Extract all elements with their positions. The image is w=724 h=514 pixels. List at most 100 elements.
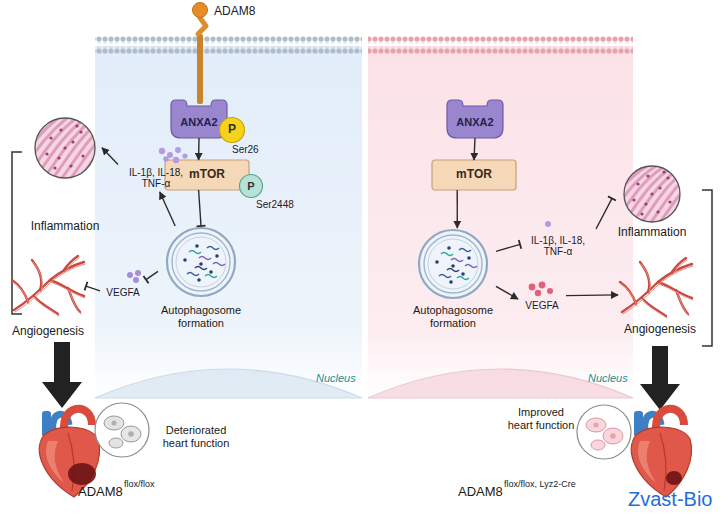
infarct-area — [68, 463, 96, 485]
zoom-outline — [95, 403, 149, 457]
kinase-outline — [432, 160, 516, 190]
outcome-arrow — [640, 346, 680, 410]
activation-arrow — [474, 138, 475, 160]
protein-shape: ANXA2 — [447, 100, 503, 138]
immune-cell-dot — [646, 174, 649, 177]
molecule-dot — [135, 270, 141, 276]
text-area: VEGFA — [100, 284, 146, 302]
node-text: IL-1β, IL-18, TNF-α — [520, 235, 596, 258]
text-area: ANXA2 — [171, 106, 227, 138]
immune-cell-dot — [79, 130, 82, 133]
cell-nucleus — [594, 423, 599, 428]
blood-vessel — [35, 298, 59, 316]
kinase-box: mTOR — [432, 160, 516, 190]
receptor-knob — [193, 3, 208, 18]
receptor-stalk — [197, 34, 203, 104]
immune-cell-dot — [662, 170, 665, 173]
cytokine-group: IL-1β, IL-18, TNF-α — [520, 218, 596, 262]
growth-factor: VEGFA — [518, 282, 566, 316]
activation-arrow — [566, 294, 618, 296]
cell-membrane — [368, 36, 633, 54]
node-text: ANXA2 — [456, 116, 493, 129]
cargo-dot — [461, 272, 465, 276]
cargo-dot — [435, 260, 439, 264]
immune-cell-dot — [49, 136, 52, 139]
immune-cell-dot — [75, 124, 78, 127]
tissue-circle: Inflammation — [28, 116, 102, 238]
protein-shape: ANXA2 — [171, 100, 227, 138]
muscle-fiber — [80, 118, 130, 178]
molecule-dot — [127, 272, 133, 278]
activation-arrow — [496, 286, 518, 299]
vessel-group: Angiogenesis — [618, 258, 702, 340]
activation-arrow — [102, 148, 118, 165]
node-text: Autophagosome formation — [410, 304, 496, 329]
tissue-outline — [624, 166, 680, 222]
blood-vessel — [672, 258, 686, 272]
immune-cell-dot — [650, 192, 653, 195]
immune-cell-dot — [45, 152, 48, 155]
cargo-squiggle — [187, 273, 199, 276]
inhibition-connector — [596, 198, 612, 229]
growth-factor: VEGFA — [100, 270, 146, 302]
nucleus-shape — [95, 369, 362, 398]
text-area: VEGFA — [518, 297, 566, 315]
muscle-fiber — [669, 166, 719, 222]
protein-label: ADAM8 — [214, 4, 255, 18]
cargo-squiggle — [457, 277, 469, 280]
genotype-superscript: flox/flox — [124, 479, 155, 490]
inhibition-connector — [496, 244, 520, 251]
muscle-fiber — [71, 118, 121, 178]
molecule-dot — [173, 157, 179, 163]
cargo-squiggle — [447, 269, 459, 272]
cell-panel — [368, 46, 633, 398]
molecule-dot — [133, 277, 139, 283]
node-text: IL-1β, IL-18, TNF-α — [118, 167, 194, 190]
activation-arrow — [198, 138, 200, 160]
heart-illustration — [631, 409, 691, 497]
phospho-outline — [220, 118, 245, 143]
activation-arrow — [457, 190, 458, 228]
immune-cell-dot — [71, 140, 74, 143]
cargo-squiggle — [459, 249, 471, 252]
immune-cell-dot — [644, 202, 647, 205]
cargo-dot — [199, 262, 203, 266]
macrophage-cell — [591, 440, 605, 450]
node-text: P — [247, 180, 254, 193]
immune-cell-dot — [640, 212, 643, 215]
node-text: Angiogenesis — [624, 323, 696, 337]
node-text: Inflammation — [618, 226, 687, 240]
cargo-squiggle — [205, 275, 217, 278]
node-text: P — [228, 123, 236, 137]
cell-membrane — [95, 36, 362, 54]
zoom-circle — [577, 405, 631, 459]
cell-nucleus — [128, 431, 134, 437]
tissue-pattern — [0, 118, 130, 178]
blood-vessel — [641, 264, 650, 294]
cargo-dot — [447, 246, 451, 250]
tissue-circle: Inflammation — [612, 164, 692, 246]
cargo-dot — [467, 256, 471, 260]
inner-membrane — [176, 237, 226, 287]
text-area: Inflammation — [28, 216, 102, 238]
infarct-area — [666, 471, 682, 485]
inner-membrane — [172, 233, 230, 291]
muscle-fiber — [588, 166, 638, 222]
cargo-dot — [209, 270, 213, 274]
blood-vessel — [642, 298, 666, 316]
macrophage-cell — [109, 438, 123, 448]
protein-outline — [447, 100, 503, 138]
blood-vessel — [34, 296, 58, 314]
molecule-dot — [182, 153, 187, 158]
text-area: IL-1β, IL-18, TNF-α — [520, 230, 596, 262]
node-text: mTOR — [189, 168, 225, 182]
immune-cell-dot — [656, 210, 659, 213]
macrophage-cell — [586, 418, 606, 432]
inhibition-connector — [199, 190, 201, 226]
outer-membrane — [419, 230, 487, 298]
macrophage-cell — [121, 426, 141, 442]
cell-panel — [95, 46, 362, 398]
inhibition-connector — [86, 286, 100, 291]
vessel-group: Angiogenesis — [10, 256, 86, 342]
outcome-label: Improved heart function — [505, 406, 577, 432]
